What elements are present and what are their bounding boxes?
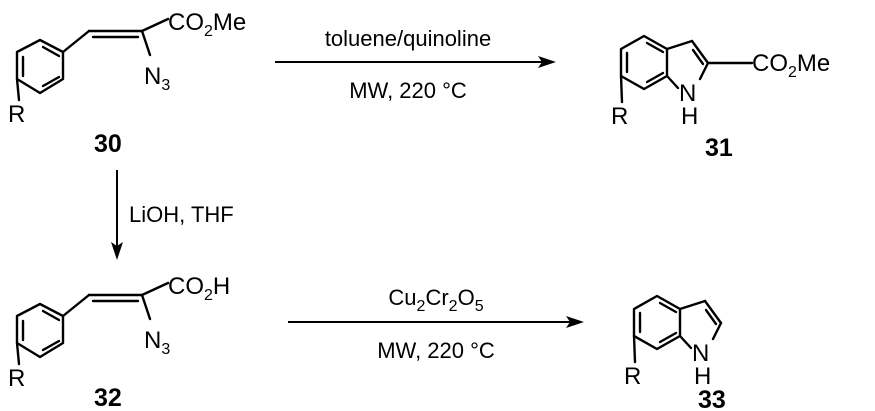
reaction-arrow-2: LiOH, THF: [111, 170, 234, 260]
compound-33-r-substituent: R: [624, 363, 641, 390]
compound-32: CO2H N3 R 32: [8, 273, 230, 411]
compound-30-ester-group: CO2Me: [168, 9, 246, 40]
compound-33: N H R 33: [624, 294, 726, 411]
compound-32-azide-group: N3: [144, 327, 170, 358]
compound-33-bonds: [632, 294, 723, 364]
compound-30-azide-group: N3: [144, 63, 170, 94]
compound-30-r-substituent: R: [8, 101, 25, 128]
compound-31-label: 31: [705, 134, 733, 162]
reaction-3-reagent: Cu2Cr2O5: [388, 285, 483, 315]
reaction-1-solvent: toluene/quinoline: [325, 26, 491, 51]
compound-30: CO2Me N3 R 30: [8, 9, 246, 158]
compound-33-nh-hydrogen: H: [694, 363, 711, 390]
reaction-arrow-1: toluene/quinoline MW, 220 °C: [275, 26, 556, 103]
compound-32-r-substituent: R: [8, 365, 25, 392]
compound-31-nitrogen: N: [679, 80, 696, 107]
reaction-3-conditions: MW, 220 °C: [377, 338, 495, 363]
compound-33-nitrogen: N: [692, 340, 709, 367]
compound-32-label: 32: [94, 384, 122, 411]
compound-33-label: 33: [698, 386, 726, 411]
compound-31-r-substituent: R: [611, 103, 628, 130]
reaction-1-conditions: MW, 220 °C: [349, 78, 467, 103]
compound-31-ester-group: CO2Me: [752, 50, 830, 81]
reaction-arrow-3: Cu2Cr2O5 MW, 220 °C: [288, 285, 584, 363]
compound-31: CO2Me N H R 31: [611, 34, 830, 162]
compound-30-label: 30: [94, 130, 122, 158]
compound-32-bonds: [15, 281, 170, 366]
compound-32-acid-group: CO2H: [168, 273, 230, 304]
reaction-2-conditions: LiOH, THF: [129, 202, 234, 227]
compound-30-bonds: [15, 17, 170, 102]
compound-31-nh-hydrogen: H: [681, 103, 698, 130]
compound-31-bonds: [619, 34, 754, 104]
